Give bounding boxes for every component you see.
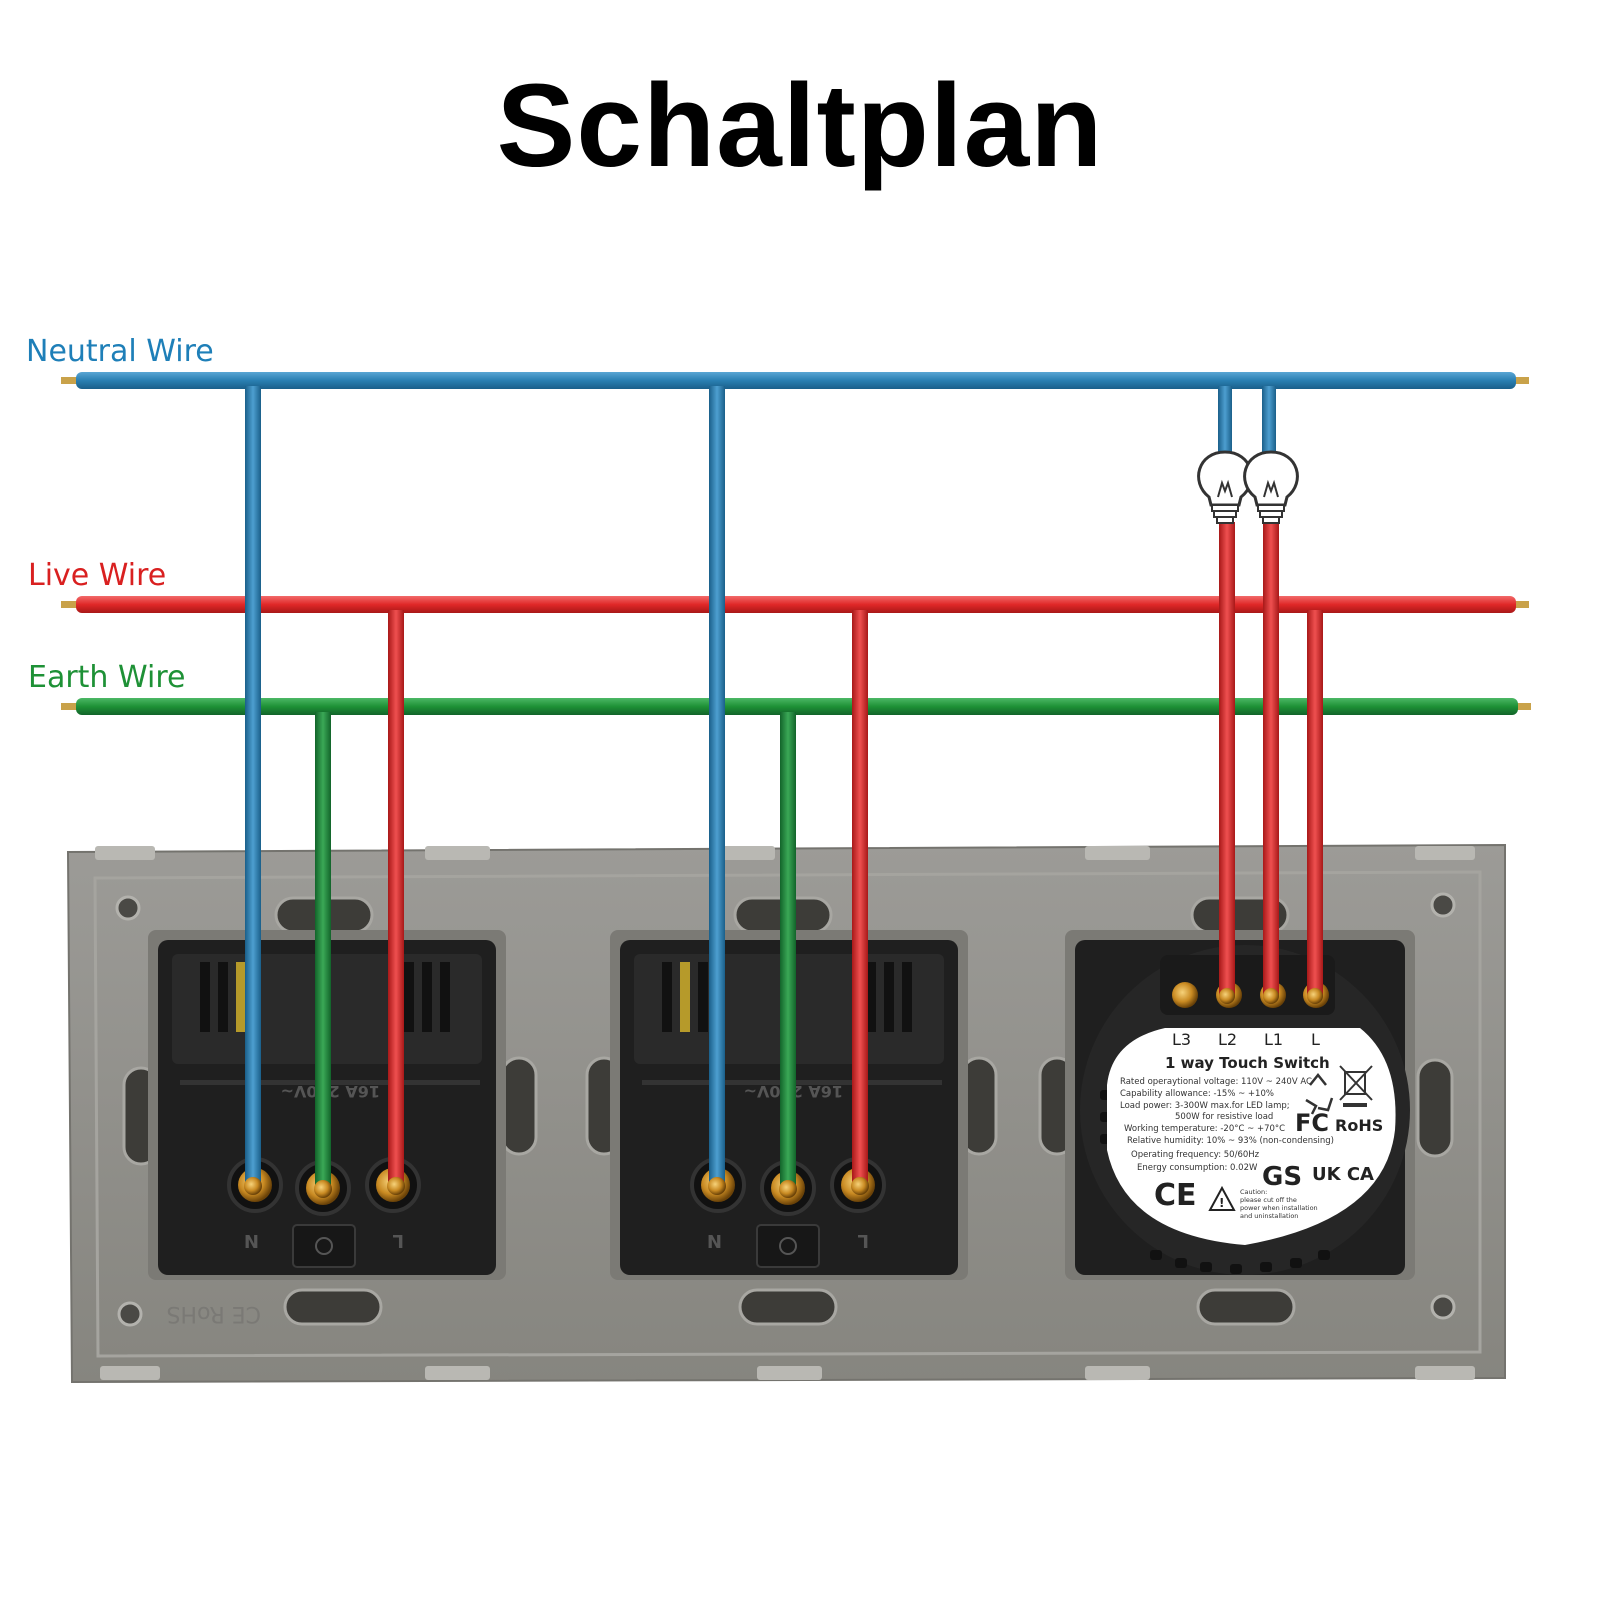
terminal-screws xyxy=(244,988,1323,1198)
page-title: Schaltplan xyxy=(496,60,1104,192)
switch-terminal-l: L xyxy=(1311,1030,1320,1049)
socket1-live-wire xyxy=(388,610,404,1186)
lamp-1-icon xyxy=(1197,450,1253,524)
caution-line: power when installation xyxy=(1240,1204,1318,1212)
caution-line: please cut off the xyxy=(1240,1196,1297,1204)
live-bus xyxy=(76,596,1516,613)
drop-wires xyxy=(245,386,1323,1188)
bus-wires xyxy=(61,372,1531,715)
terminal-label-n: N xyxy=(707,1230,722,1251)
spec-line: Rated operaytional voltage: 110V ~ 240V … xyxy=(1120,1077,1312,1087)
switch-terminal-l2: L2 xyxy=(1218,1030,1237,1049)
gs-mark: GS xyxy=(1262,1162,1302,1192)
spec-line: Working temperature: -20°C ~ +70°C xyxy=(1124,1124,1285,1134)
terminal-label-l: L xyxy=(393,1230,404,1251)
switch-name: 1 way Touch Switch xyxy=(1165,1054,1330,1072)
socket2-live-wire xyxy=(852,610,868,1186)
live-wire-label: Live Wire xyxy=(28,558,167,593)
socket1-earth-wire xyxy=(315,712,331,1188)
earth-wire-label: Earth Wire xyxy=(28,660,186,695)
rohs-mark: RoHS xyxy=(1335,1116,1383,1135)
svg-text:!: ! xyxy=(1219,1196,1224,1210)
terminal-label-l: L xyxy=(858,1230,869,1251)
terminal-label-n: N xyxy=(244,1230,259,1251)
spec-line: 500W for resistive load xyxy=(1175,1112,1273,1122)
socket2-earth-wire xyxy=(780,712,796,1188)
caution-line: and uninstallation xyxy=(1240,1212,1298,1220)
lamp-2-icon xyxy=(1243,450,1299,524)
ukca-mark: UK CA xyxy=(1312,1164,1374,1185)
spec-line: Capability allowance: -15% ~ +10% xyxy=(1120,1089,1274,1099)
earth-bus xyxy=(76,698,1518,715)
weee-bin-icon xyxy=(1339,1065,1373,1107)
recycle-icon xyxy=(1305,1072,1334,1115)
switch-l-wire xyxy=(1307,610,1323,996)
lamp2-neutral-wire xyxy=(1262,386,1276,454)
spec-line: Load power: 3-300W max.for LED lamp; xyxy=(1120,1101,1290,1111)
switch-module: L3 L2 L1 L 1 way Touch Switch Rated oper… xyxy=(1075,940,1410,1275)
socket1-neutral-wire xyxy=(245,386,261,1186)
neutral-bus xyxy=(76,372,1516,389)
switch-terminal-l3: L3 xyxy=(1172,1030,1191,1049)
fcc-mark: FC xyxy=(1295,1109,1329,1137)
socket2-neutral-wire xyxy=(709,386,725,1186)
caution-line: Caution: xyxy=(1240,1188,1267,1196)
ce-mark: CE xyxy=(1154,1178,1197,1213)
switch-l2-wire xyxy=(1219,522,1235,996)
neutral-wire-label: Neutral Wire xyxy=(26,334,214,369)
warning-icon: ! xyxy=(1208,1185,1236,1211)
spec-line: Relative humidity: 10% ~ 93% (non-conden… xyxy=(1127,1136,1334,1146)
switch-l1-wire xyxy=(1263,522,1279,996)
switch-terminal-l1: L1 xyxy=(1264,1030,1283,1049)
lamp1-neutral-wire xyxy=(1218,386,1232,454)
spec-line: Energy consumption: 0.02W xyxy=(1137,1163,1258,1173)
frame-rohs-mark: CE RoHS xyxy=(166,1301,261,1326)
spec-line: Operating frequency: 50/60Hz xyxy=(1131,1150,1260,1160)
